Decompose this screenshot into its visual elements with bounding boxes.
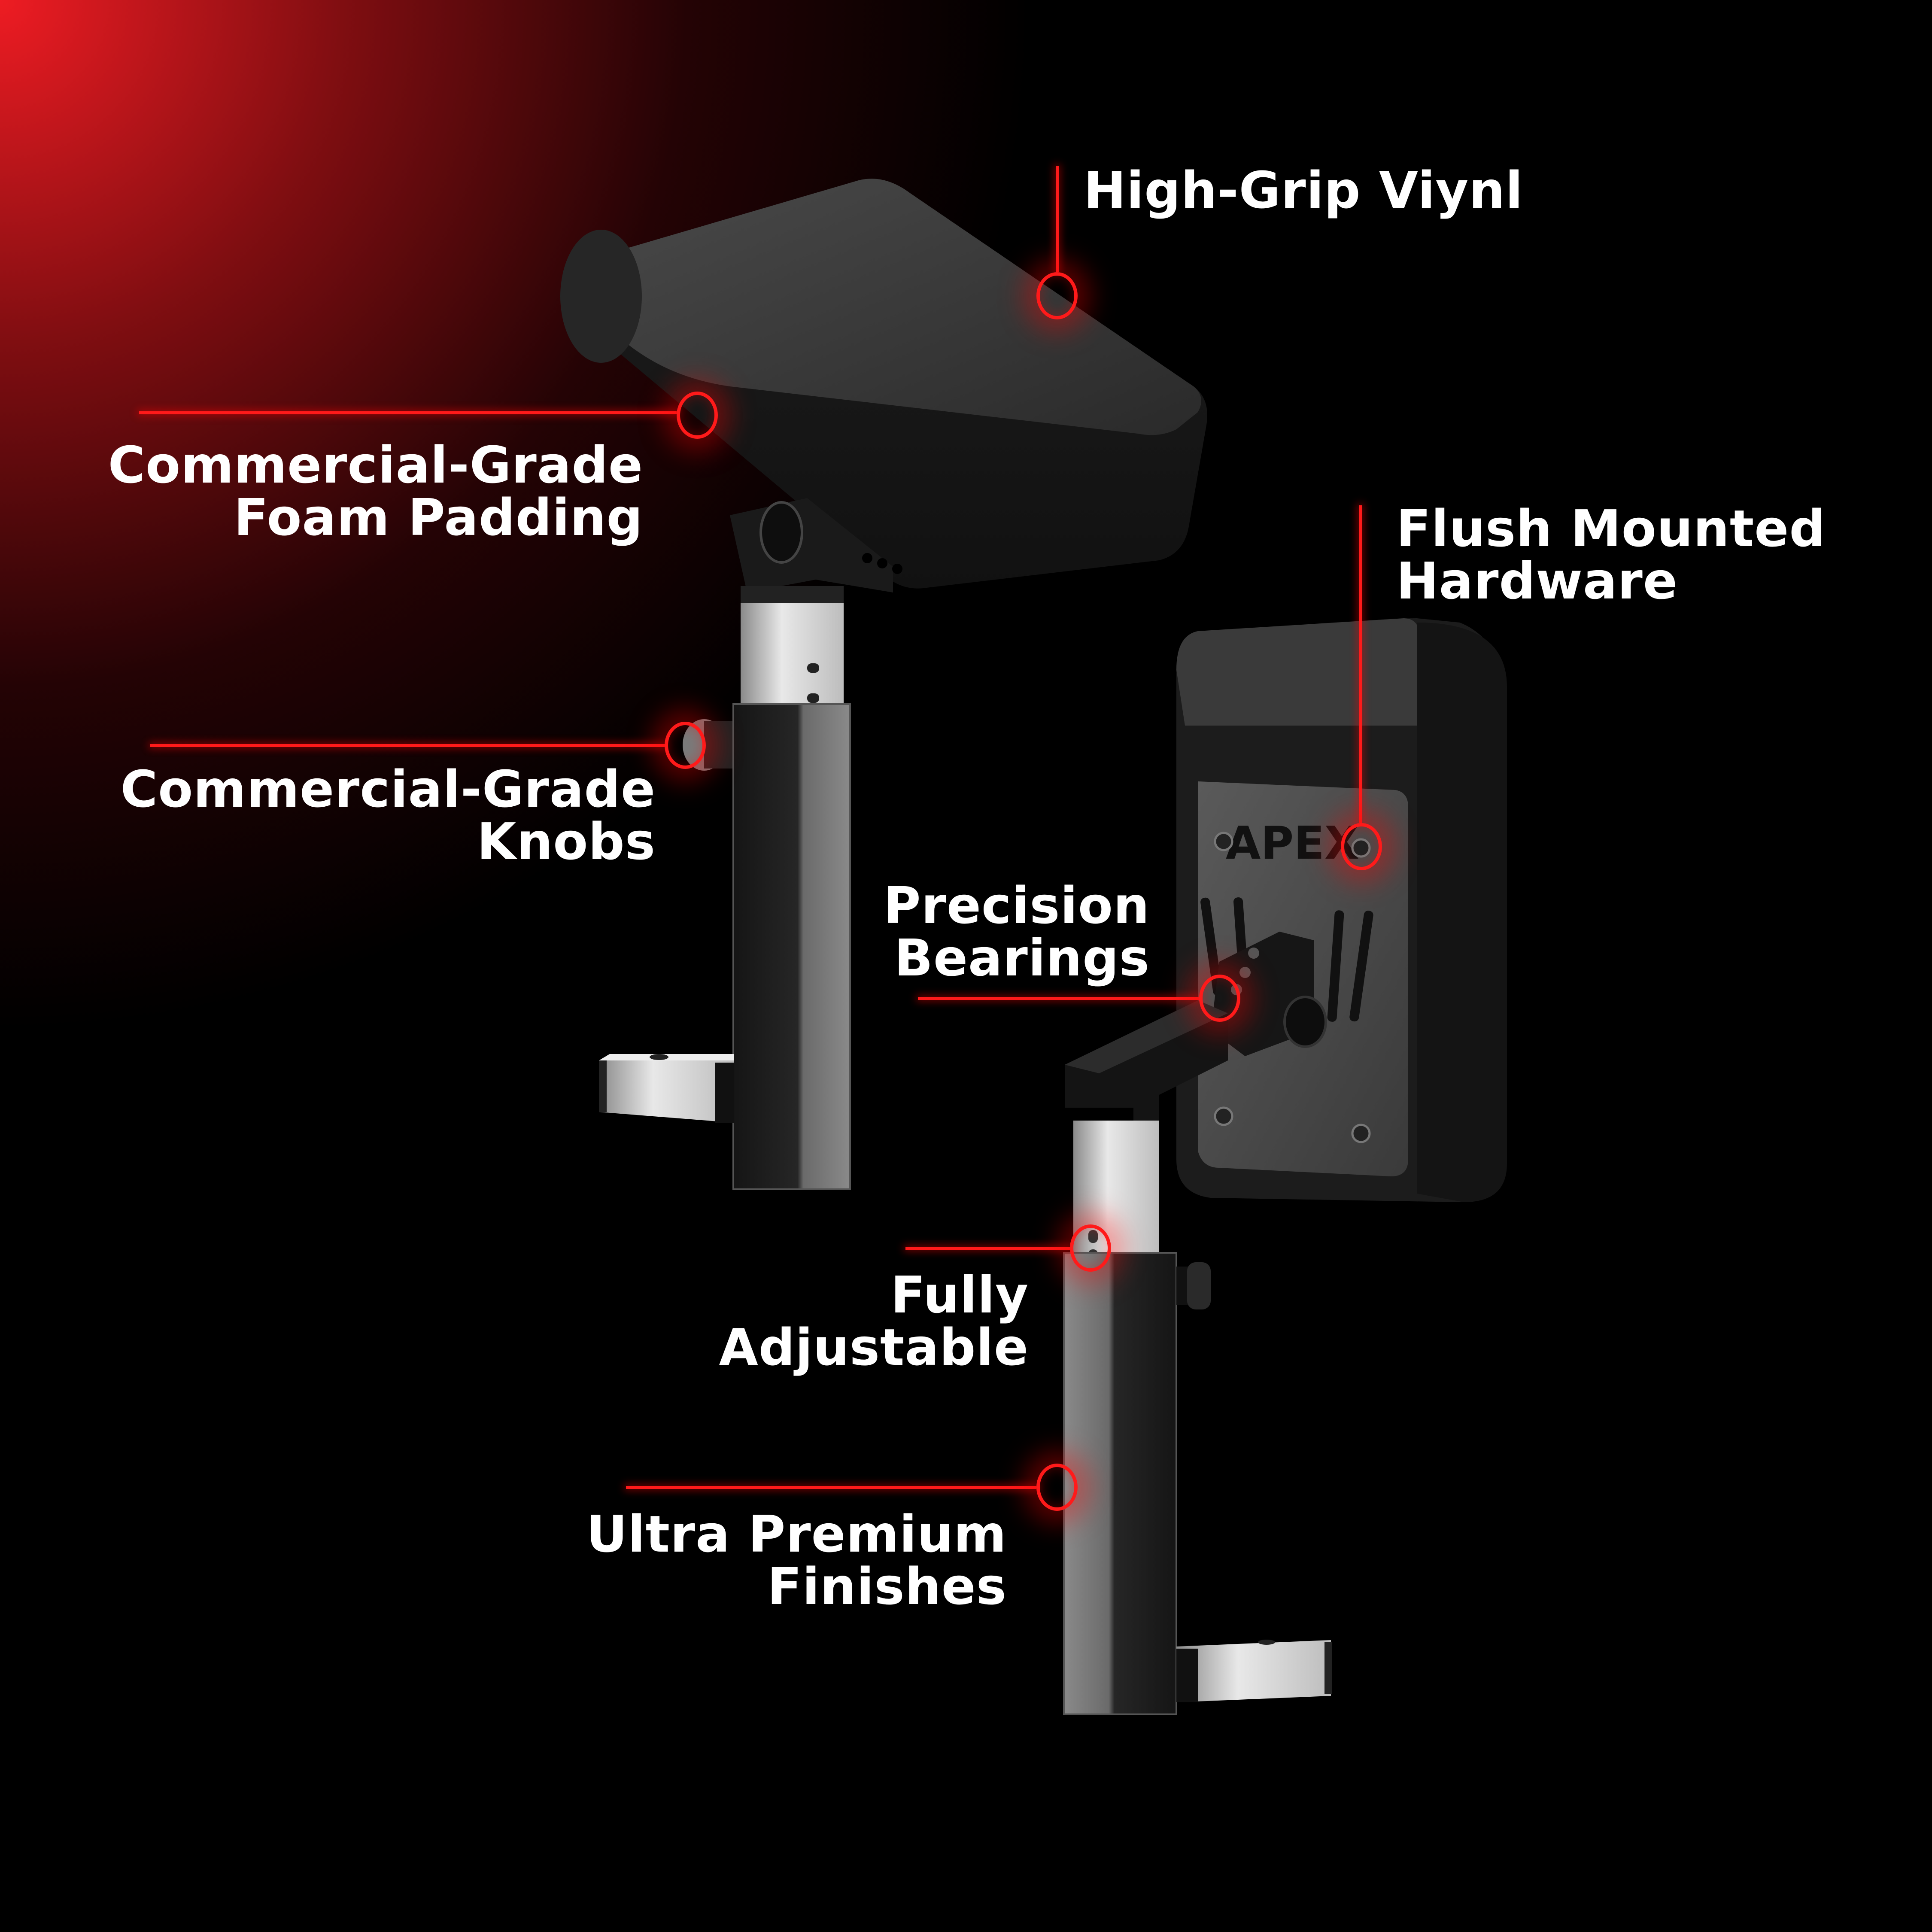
callout-marker-high-grip-vinyl xyxy=(1036,272,1078,319)
callout-label-flush-hardware: Flush Mounted Hardware xyxy=(1396,502,1826,607)
callout-text-line: Hardware xyxy=(1396,551,1678,611)
callout-marker-premium-finishes xyxy=(1036,1464,1078,1511)
callout-text-line: Ultra Premium xyxy=(586,1504,1007,1564)
callout-label-fully-adjustable: Fully Adjustable xyxy=(719,1269,1029,1373)
left-unit xyxy=(560,179,1207,1190)
callout-text-line: Adjustable xyxy=(719,1318,1029,1377)
callout-text-line: Commercial-Grade xyxy=(108,435,643,495)
callout-line-knobs xyxy=(150,744,665,747)
callout-line-premium-finishes xyxy=(626,1486,1036,1489)
callout-marker-precision-bearings xyxy=(1199,975,1240,1022)
callout-line-flush-hardware xyxy=(1359,505,1362,823)
callout-text-line: Flush Mounted xyxy=(1396,499,1826,558)
callout-marker-knobs xyxy=(665,722,706,769)
right-unit: APEX xyxy=(1063,618,1507,1715)
apex-logo: APEX xyxy=(1226,817,1359,869)
callout-text-line: Commercial-Grade xyxy=(120,759,656,819)
callout-text-line: High-Grip Viynl xyxy=(1084,161,1523,220)
callout-label-high-grip-vinyl: High-Grip Viynl xyxy=(1084,164,1523,216)
callout-text-line: Bearings xyxy=(894,928,1150,987)
callout-text-line: Finishes xyxy=(767,1557,1007,1616)
callout-text-line: Foam Padding xyxy=(234,488,643,547)
callout-line-high-grip-vinyl xyxy=(1056,166,1059,272)
callout-line-precision-bearings xyxy=(918,997,1199,1000)
callout-label-premium-finishes: Ultra Premium Finishes xyxy=(586,1508,1007,1613)
callout-text-line: Fully xyxy=(890,1265,1029,1324)
callout-marker-flush-hardware xyxy=(1341,823,1382,870)
callout-label-knobs: Commercial-Grade Knobs xyxy=(121,763,656,868)
callout-marker-fully-adjustable xyxy=(1070,1224,1111,1272)
callout-line-foam-padding xyxy=(139,411,677,414)
callout-line-fully-adjustable xyxy=(905,1247,1070,1250)
callout-label-foam-padding: Commercial-Grade Foam Padding xyxy=(108,439,643,544)
callout-text-line: Precision xyxy=(884,876,1150,935)
callout-marker-foam-padding xyxy=(677,392,718,439)
callout-text-line: Knobs xyxy=(477,812,656,871)
callout-label-precision-bearings: Precision Bearings xyxy=(884,879,1150,984)
